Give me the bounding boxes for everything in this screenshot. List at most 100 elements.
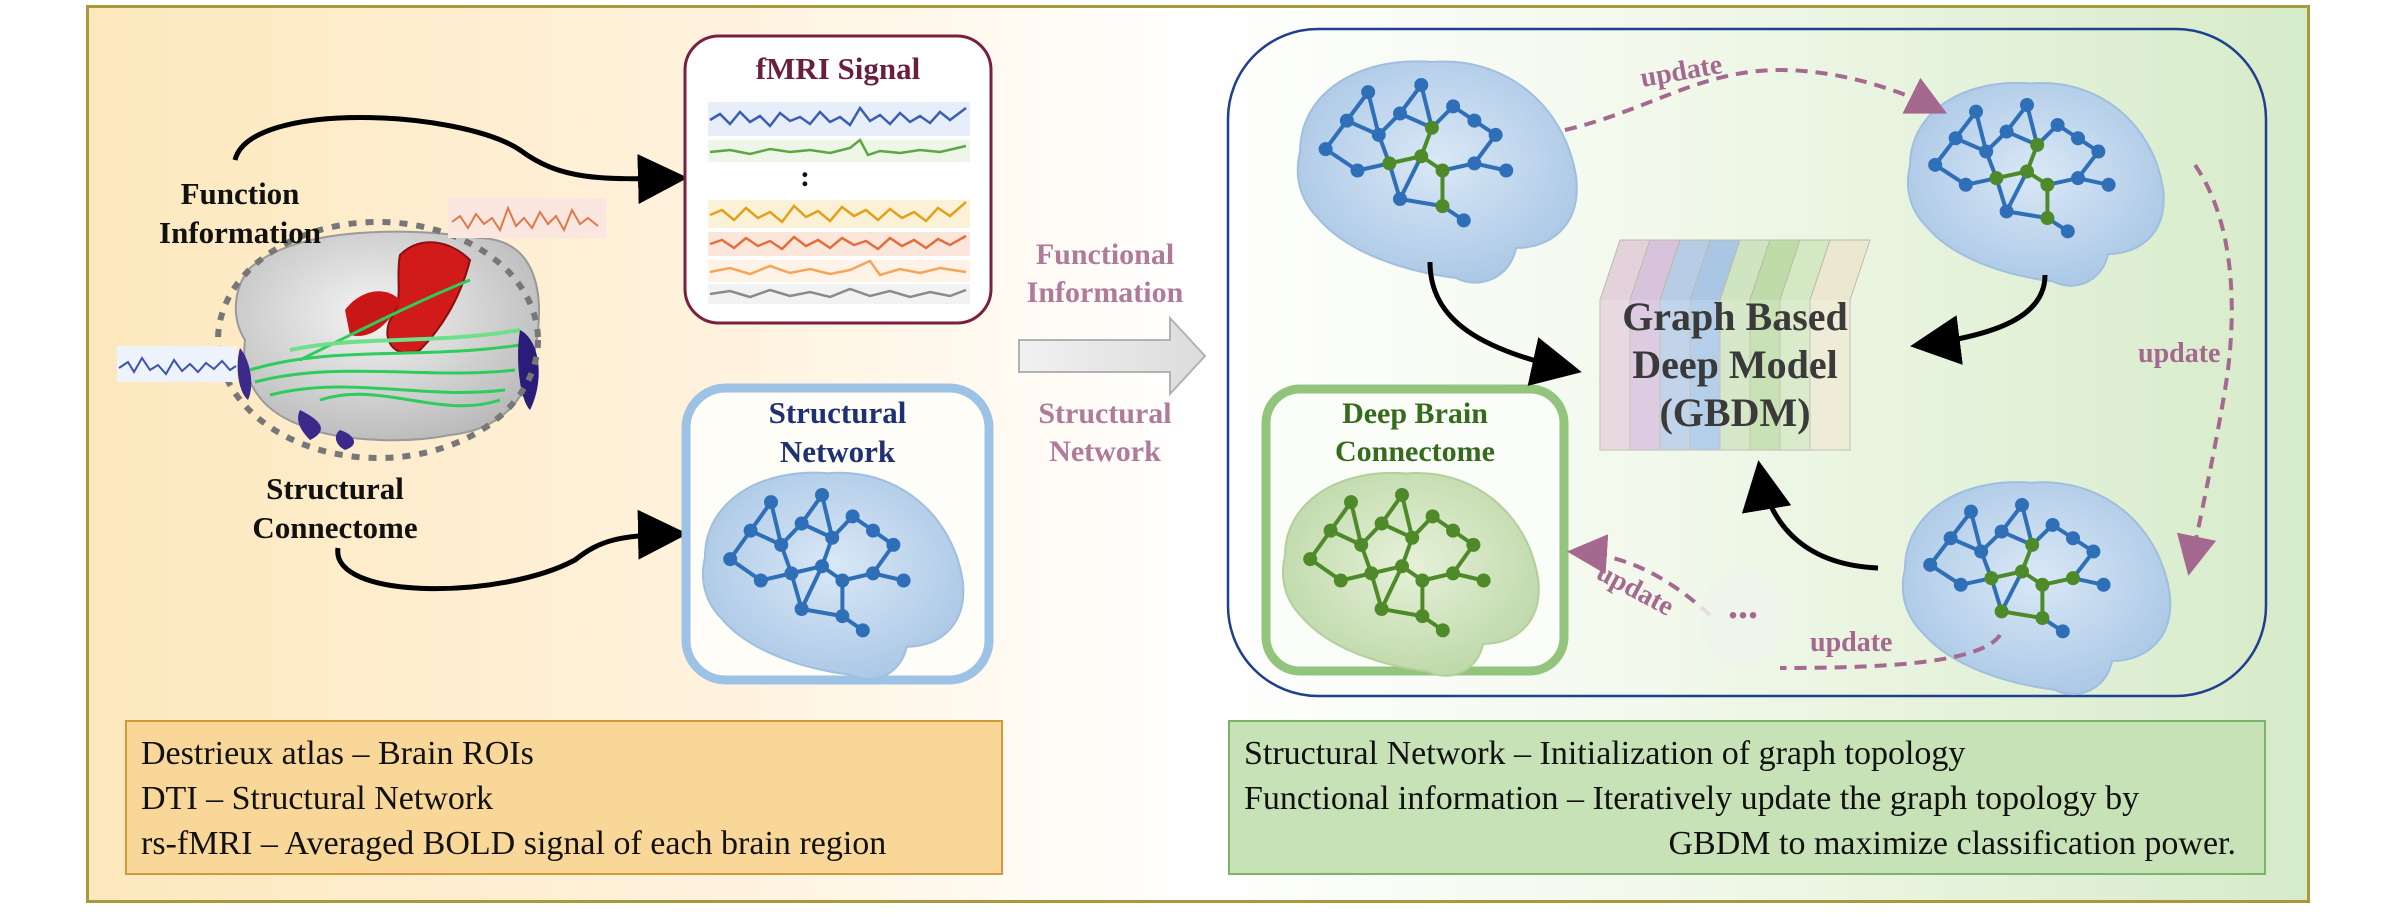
brain-network-5 [1281, 471, 1540, 677]
network-edge [1999, 570, 2024, 613]
network-node [1999, 204, 2014, 219]
network-node [1414, 149, 1429, 164]
functional-information-label: Functional Information [1010, 236, 1200, 311]
brain-3d-illustration [117, 198, 606, 461]
network-edge [769, 501, 784, 546]
fmri-signal-traces [708, 102, 970, 304]
deep-brain-connectome-line2: Connectome [1335, 434, 1495, 468]
update-label-right: update [2138, 338, 2221, 369]
gbdm-label: Graph Based Deep Model (GBDM) [1580, 293, 1890, 437]
network-node [855, 623, 870, 638]
network-node [1953, 577, 1968, 592]
network-node [764, 495, 778, 510]
structural-network-mid-line1: Structural [1038, 397, 1172, 430]
structural-network-mid-line2: Network [1049, 434, 1161, 468]
network-node [1323, 523, 1338, 538]
network-node [2045, 517, 2060, 532]
network-edge [1400, 494, 1415, 539]
network-node [1435, 623, 1450, 638]
network-node [1415, 573, 1430, 588]
network-node [2040, 211, 2055, 226]
network-node [1943, 531, 1958, 546]
function-information-label: Function Information [140, 175, 340, 253]
network-node [2101, 177, 2116, 192]
network-node [2025, 537, 2040, 552]
network-node [1499, 163, 1514, 178]
network-node [1974, 544, 1989, 559]
structural-network-title: Structural Network [706, 394, 969, 472]
input-to-model-arrow [1018, 315, 1207, 397]
network-node [2035, 577, 2050, 592]
network-node [1994, 604, 2009, 619]
structural-connectome-line1: Structural [266, 471, 404, 506]
function-information-line2: Information [159, 214, 321, 250]
ellipsis-dots: ... [1728, 582, 1758, 627]
network-node [815, 559, 829, 574]
brain-network-2 [1906, 81, 2165, 287]
deep-brain-connectome-title: Deep Brain Connectome [1280, 395, 1550, 470]
network-node [1364, 566, 1379, 581]
update-arrow-right [2176, 163, 2234, 576]
connectome-highlight-ellipse [215, 219, 541, 461]
network-node [2015, 564, 2029, 579]
network-node [1393, 106, 1407, 121]
network-node [2035, 611, 2050, 626]
network-edge [820, 494, 835, 539]
update-label-bottom: update [1810, 627, 1893, 658]
network-node [1374, 602, 1389, 616]
structural-network-title-line2: Network [779, 433, 896, 469]
functional-information-line1: Functional [1035, 238, 1175, 271]
network-edge [1366, 91, 1381, 136]
network-node [1393, 192, 1407, 206]
network-edge [1398, 155, 1424, 200]
network-node [866, 523, 880, 538]
network-node [1466, 537, 1481, 552]
network-node [2096, 577, 2111, 592]
structural-connectome-line2: Connectome [252, 509, 418, 545]
network-node [1415, 609, 1430, 624]
network-node [1446, 566, 1460, 581]
network-node [2091, 144, 2106, 159]
network-node [1303, 552, 1318, 567]
functional-information-line2: Information [1026, 275, 1184, 309]
network-node [2020, 98, 2034, 112]
network-edge [1349, 501, 1364, 546]
network-node [1318, 142, 1333, 157]
network-node [1339, 113, 1354, 128]
legend-left-line: Destrieux atlas – Brain ROIs [141, 735, 534, 772]
network-node [2066, 571, 2080, 586]
network-node [1994, 524, 2009, 539]
brain-network-3 [1901, 481, 2172, 696]
network-node [753, 573, 768, 588]
network-node [2071, 171, 2085, 186]
connectome-to-structural-arrow [335, 509, 688, 592]
network-node [2040, 177, 2055, 192]
network-edge [799, 565, 824, 610]
network-node [1354, 537, 1369, 552]
fmri-ellipsis: : [800, 160, 810, 193]
network-node [2066, 531, 2080, 546]
brain-network-4 [701, 471, 965, 680]
network-node [784, 566, 799, 581]
function-information-line1: Function [180, 176, 300, 211]
network-node [1948, 131, 1963, 146]
brain-networks [701, 60, 2172, 696]
network-node [2020, 164, 2034, 179]
network-node [2071, 131, 2085, 146]
ellipsis-bubble [1699, 570, 1791, 666]
network-node [1958, 177, 1973, 192]
network-node [1361, 85, 1376, 100]
gbdm-line1: Graph Based [1622, 294, 1848, 339]
network-node [1350, 163, 1365, 178]
legend-left-line: rs-fMRI – Averaged BOLD signal of each b… [141, 824, 887, 862]
network-node [866, 566, 880, 581]
structural-network-mid-label: Structural Network [1010, 395, 1200, 470]
brain1-to-gbdm-arrow [1427, 261, 1582, 386]
network-node [1446, 523, 1460, 538]
network-node [1488, 127, 1503, 142]
network-node [1414, 78, 1429, 92]
legend-right: Structural Network – Initialization of g… [1228, 720, 2266, 875]
network-node [794, 516, 809, 531]
network-node [1456, 213, 1471, 228]
